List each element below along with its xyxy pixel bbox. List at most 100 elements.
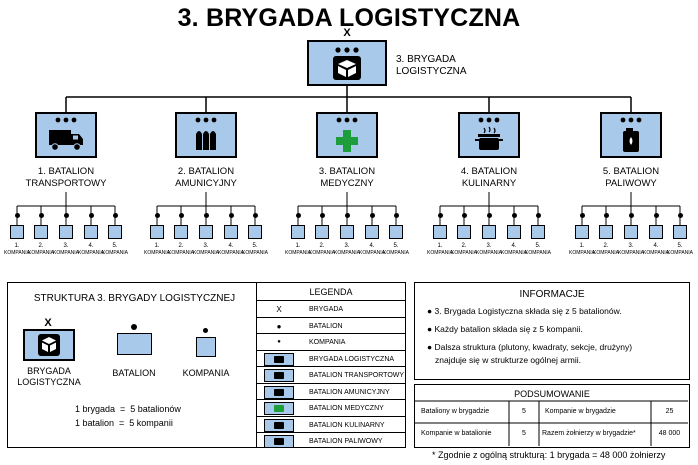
company-number: 2.: [461, 243, 467, 249]
legend-row: BATALION MEDYCZNY: [257, 399, 405, 417]
summary-grid: [415, 400, 688, 446]
box-icon: [333, 47, 361, 80]
company-label-text: KOMPANIA: [382, 250, 410, 256]
company-number: 4.: [369, 243, 375, 249]
brigade-symbol: X: [343, 27, 351, 39]
company-box: [389, 225, 403, 239]
company-number: 3.: [628, 243, 634, 249]
summary-companies-brigade-value: 25: [665, 408, 674, 415]
company-label: 3.KOMPANIA: [191, 243, 221, 257]
company-dot: [154, 213, 160, 218]
company-label: 1.KOMPANIA: [283, 243, 313, 257]
company-dot: [178, 213, 184, 218]
company-label-text: KOMPANIA: [27, 250, 55, 256]
fuel-can-icon: [620, 117, 642, 152]
company-number: 3.: [63, 243, 69, 249]
company-dot: [511, 213, 517, 218]
company-label: 1.KOMPANIA: [2, 243, 32, 257]
legend-unit-symbol: [257, 400, 301, 417]
box-icon: [38, 334, 60, 356]
company-number: 5.: [535, 243, 541, 249]
legend-text: BATALION AMUNICYJNY: [309, 388, 390, 396]
legend-title: LEGENDA: [309, 287, 353, 297]
company-label: 3.KOMPANIA: [332, 243, 362, 257]
structure-brigade-symbol: X: [44, 317, 52, 329]
info-title: INFORMACJE: [519, 289, 585, 300]
brigade-label-line1: 3. BRYGADA: [396, 54, 456, 65]
legend-row: BATALION KULINARNY: [257, 415, 405, 434]
battalion-3-box: [316, 112, 378, 158]
company-number: 1.: [579, 243, 585, 249]
legend-row: BATALION PALIWOWY: [257, 432, 405, 450]
legend-symbol: ●: [277, 339, 281, 345]
company-label: 4.KOMPANIA: [641, 243, 671, 257]
cooking-pot-icon: [475, 117, 503, 150]
structure-brigade-label-line1: BRYGADA: [27, 366, 71, 376]
company-label: 2.KOMPANIA: [307, 243, 337, 257]
company-label-text: KOMPANIA: [617, 250, 645, 256]
company-number: 4.: [653, 243, 659, 249]
company-label: 1.KOMPANIA: [142, 243, 172, 257]
company-box: [507, 225, 521, 239]
brigade-label-line2: LOGISTYCZNA: [396, 66, 467, 77]
truck-icon: [264, 369, 294, 382]
legend-row: BRYGADA LOGISTYCZNA: [257, 349, 405, 368]
company-dot: [653, 213, 659, 218]
company-dot: [437, 213, 443, 218]
summary-companies-battalion-value: 5: [522, 430, 526, 437]
info-item-3: ● Dalsza struktura (plutony, kwadraty, s…: [427, 342, 633, 352]
legend-text: BRYGADA LOGISTYCZNA: [309, 355, 395, 363]
company-box: [531, 225, 545, 239]
legend-unit-symbol: [257, 384, 301, 401]
company-box: [291, 225, 305, 239]
company-label: 1.KOMPANIA: [567, 243, 597, 257]
structure-battalion-dot: [131, 324, 137, 330]
company-box: [108, 225, 122, 239]
fuel-can-icon: [264, 435, 294, 448]
company-label: 2.KOMPANIA: [449, 243, 479, 257]
structure-brigade-label-line2: LOGISTYCZNA: [17, 377, 81, 387]
summary-battalions-value: 5: [522, 408, 526, 415]
structure-company-box: [196, 337, 216, 357]
summary-companies-battalion-label: Kompanie w batalionie: [421, 430, 492, 437]
company-number: 2.: [603, 243, 609, 249]
info-panel: INFORMACJE ● 3. Brygada Logistyczna skła…: [414, 282, 690, 380]
company-box: [224, 225, 238, 239]
legend-unit-symbol: [257, 417, 301, 434]
battalion-3-label-line2: MEDYCZNY: [320, 178, 374, 189]
company-box: [575, 225, 589, 239]
legend-text: BATALION: [309, 322, 343, 330]
company-number: 4.: [228, 243, 234, 249]
company-dot: [369, 213, 375, 218]
company-box: [34, 225, 48, 239]
company-number: 1.: [154, 243, 160, 249]
company-dot: [203, 213, 209, 218]
company-label: 5.KOMPANIA: [240, 243, 270, 257]
company-label: 3.KOMPANIA: [616, 243, 646, 257]
company-label: 4.KOMPANIA: [499, 243, 529, 257]
battalion-1-label-line2: TRANSPORTOWY: [25, 178, 107, 189]
company-label-text: KOMPANIA: [3, 250, 31, 256]
info-item-3-continued: znajduje się w strukturze ogólnej armii.: [435, 355, 581, 365]
company-box: [599, 225, 613, 239]
company-label-text: KOMPANIA: [241, 250, 269, 256]
company-label-text: KOMPANIA: [101, 250, 129, 256]
page-title: 3. BRYGADA LOGISTYCZNA: [177, 4, 521, 32]
company-dot: [461, 213, 467, 218]
company-label-text: KOMPANIA: [568, 250, 596, 256]
company-number: 5.: [112, 243, 118, 249]
company-label-text: KOMPANIA: [308, 250, 336, 256]
company-label: 5.KOMPANIA: [665, 243, 695, 257]
company-number: 5.: [252, 243, 258, 249]
truck-icon: [49, 117, 83, 151]
company-label: 3.KOMPANIA: [51, 243, 81, 257]
company-label: 3.KOMPANIA: [474, 243, 504, 257]
structure-company-dot: [203, 328, 208, 333]
company-box: [174, 225, 188, 239]
company-label-text: KOMPANIA: [192, 250, 220, 256]
company-label-text: KOMPANIA: [426, 250, 454, 256]
company-label-text: KOMPANIA: [450, 250, 478, 256]
company-box: [482, 225, 496, 239]
company-dot: [63, 213, 69, 218]
